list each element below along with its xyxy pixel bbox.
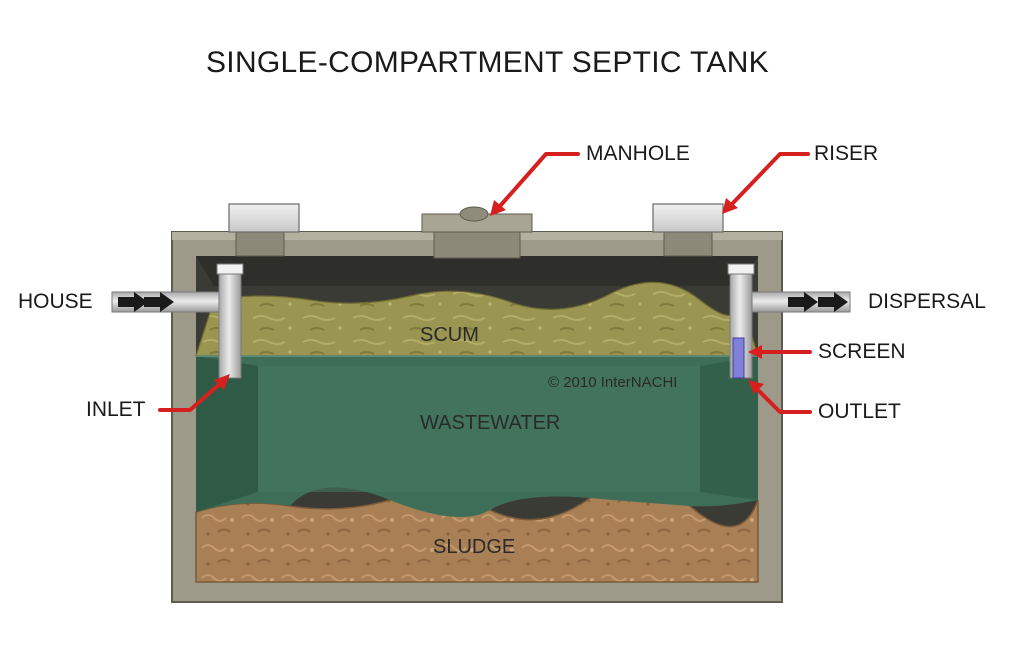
lid-openings bbox=[228, 203, 724, 259]
manhole-collar bbox=[433, 231, 521, 259]
inlet-pointer-line bbox=[158, 380, 224, 412]
screen-pointer-head bbox=[748, 345, 762, 359]
inlet-tee bbox=[111, 263, 244, 379]
outlet-screen bbox=[732, 337, 745, 379]
wastewater-layer bbox=[196, 356, 758, 518]
outlet-tee-top bbox=[727, 263, 755, 275]
manhole-pointer-head bbox=[490, 200, 506, 216]
wastewater-layer-label: WASTEWATER bbox=[420, 412, 561, 434]
wastewater-right-shade bbox=[700, 356, 758, 500]
right-riser-cap bbox=[652, 203, 724, 233]
outlet-tee bbox=[727, 263, 851, 379]
outlet-pointer-head bbox=[748, 380, 764, 394]
riser-pointer-head bbox=[722, 198, 738, 214]
wastewater-back-panel bbox=[258, 366, 700, 492]
manhole-label: MANHOLE bbox=[586, 142, 690, 165]
outlet-pointer-line bbox=[754, 386, 812, 414]
left-riser-collar bbox=[235, 231, 285, 257]
inlet-flow-arrow-2 bbox=[144, 292, 174, 312]
screen-label: SCREEN bbox=[818, 340, 906, 363]
inlet-flow-arrow-1 bbox=[118, 292, 148, 312]
left-riser-cap bbox=[228, 203, 300, 233]
inlet-tee-top bbox=[216, 263, 244, 275]
wastewater-left-shade bbox=[196, 356, 258, 512]
scum-fill bbox=[195, 281, 759, 357]
riser-pointer-line bbox=[730, 152, 810, 206]
sludge-layer-label: SLUDGE bbox=[433, 536, 516, 558]
lid-underside bbox=[196, 256, 758, 286]
right-riser-collar bbox=[663, 231, 713, 257]
diagram-title: SINGLE-COMPARTMENT SEPTIC TANK bbox=[206, 46, 769, 79]
inlet-label: INLET bbox=[86, 398, 146, 421]
inlet-pipe-vertical bbox=[218, 265, 242, 379]
outlet-flow-arrow-2 bbox=[818, 292, 848, 312]
copyright-notice: © 2010 InterNACHI bbox=[548, 374, 678, 391]
inlet-pointer-head bbox=[214, 374, 230, 390]
dispersal-label: DISPERSAL bbox=[868, 290, 986, 313]
scum-layer bbox=[195, 281, 759, 357]
manhole-handle bbox=[459, 206, 489, 222]
manhole-pointer-line bbox=[498, 152, 580, 208]
house-label: HOUSE bbox=[18, 290, 93, 313]
scum-layer-label: SCUM bbox=[420, 324, 479, 346]
pointer-arrows bbox=[158, 152, 812, 414]
sludge-layer bbox=[195, 481, 759, 583]
riser-label: RISER bbox=[814, 142, 879, 165]
outlet-flow-arrow-1 bbox=[788, 292, 818, 312]
sludge-fill bbox=[195, 481, 759, 583]
outlet-label: OUTLET bbox=[818, 400, 901, 423]
